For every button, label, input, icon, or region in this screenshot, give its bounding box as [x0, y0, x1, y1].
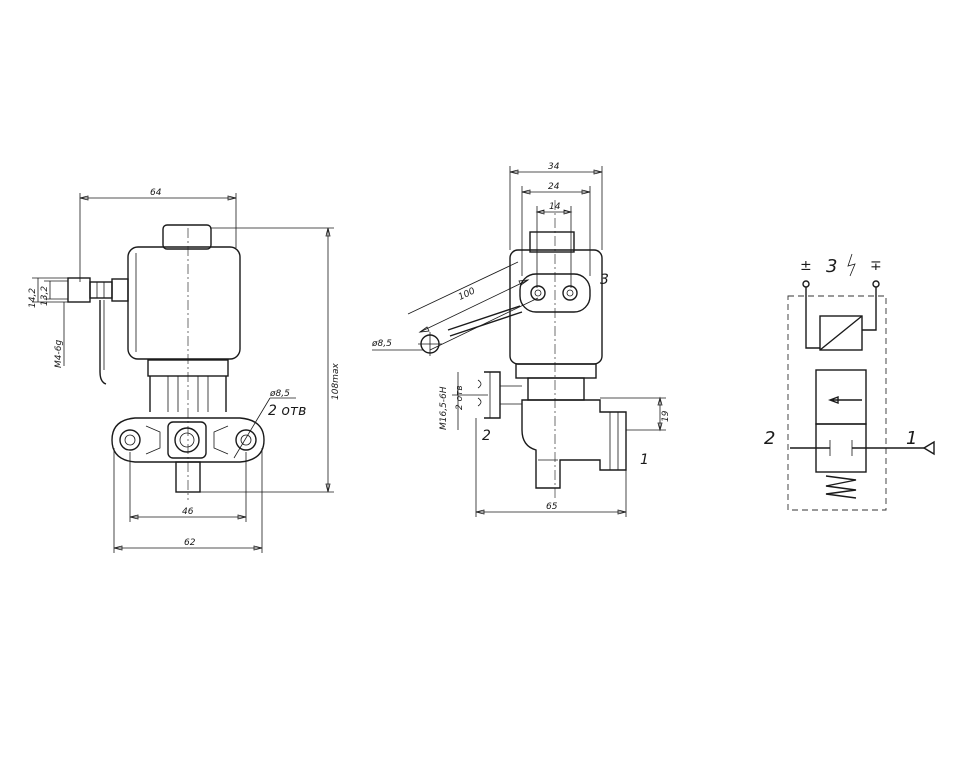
thread-m16: M16,5-6H: [439, 386, 449, 430]
mid-holes-note: 2 отв: [455, 385, 465, 410]
lightning-icon: [847, 253, 856, 277]
terminal-minus-plus: ∓: [870, 258, 882, 274]
port-2-label: 2: [482, 428, 491, 444]
dim-100: 100: [457, 286, 477, 302]
dim-64: 64: [150, 188, 162, 198]
port-1-label: 1: [640, 452, 649, 468]
dim-13-2: 13,2: [40, 286, 50, 306]
schematic-port-1: 1: [906, 428, 917, 449]
holes-note: 2 отв: [268, 403, 306, 419]
dim-46: 46: [182, 507, 194, 517]
left-view: 64 14,2 13,2 M4-6g 108max ø8,5 2 отв 46: [28, 188, 341, 553]
valve-schematic: ± ∓ 3 2 1: [764, 253, 935, 511]
middle-view: 34 24 14 100 ø8,5 M16,5-6H 2 отв: [371, 162, 671, 517]
schematic-port-2: 2: [764, 428, 775, 449]
dim-62: 62: [184, 538, 196, 548]
dim-14: 14: [549, 202, 561, 212]
dim-108max: 108max: [331, 363, 341, 400]
dim-65: 65: [546, 502, 558, 512]
dim-14-2: 14,2: [28, 288, 38, 308]
schematic-port-3: 3: [826, 256, 837, 277]
dim-mid-dia: ø8,5: [371, 339, 392, 349]
port-3-label: 3: [600, 272, 609, 288]
dim-hole-dia: ø8,5: [269, 389, 290, 399]
dim-19: 19: [661, 410, 671, 422]
dim-34: 34: [548, 162, 560, 172]
terminal-plus-minus: ±: [800, 258, 812, 274]
thread-m4: M4-6g: [54, 340, 64, 368]
dim-24: 24: [548, 182, 560, 192]
